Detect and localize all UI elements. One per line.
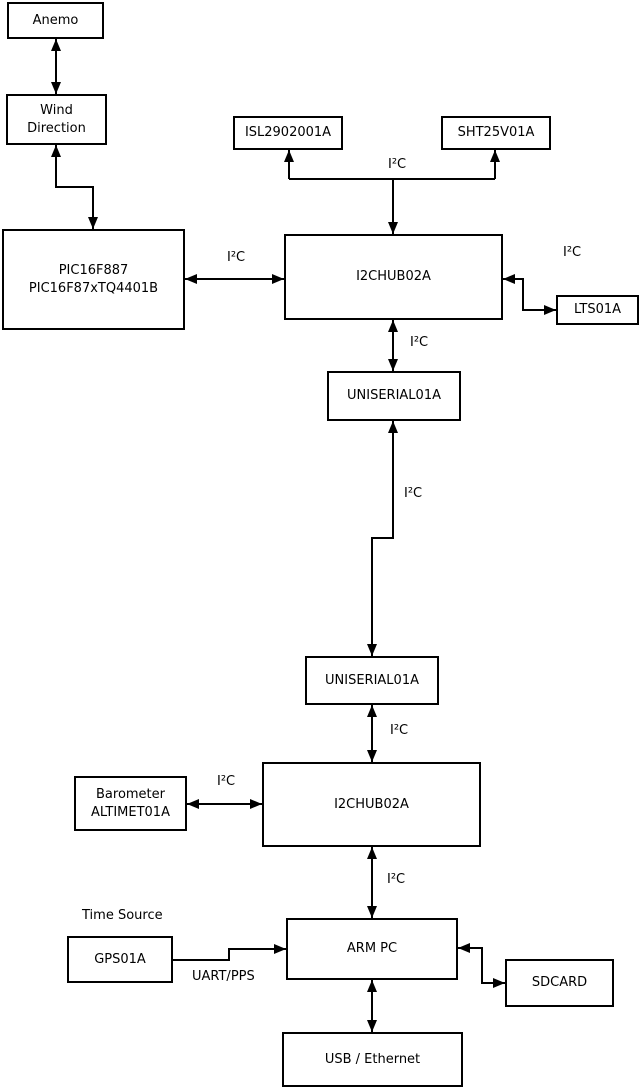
uniserial-top-box: UNISERIAL01A xyxy=(327,371,461,421)
i2c-label-uniserial-link: I²C xyxy=(404,486,423,501)
wind-direction-box: Wind Direction xyxy=(6,94,107,145)
gps01a-box: GPS01A xyxy=(67,936,173,983)
sdcard-box: SDCARD xyxy=(505,959,614,1007)
barometer-box: Barometer ALTIMET01A xyxy=(74,776,187,831)
arm-pc-box: ARM PC xyxy=(286,918,458,980)
connector-gps-armpc xyxy=(173,944,286,961)
lts01a-box: LTS01A xyxy=(556,295,639,325)
connector-i2chub-top-lts xyxy=(503,274,556,315)
uniserial-bottom-box: UNISERIAL01A xyxy=(305,656,439,705)
connector-winddirection-pic xyxy=(51,145,98,229)
i2c-label-pic-hub: I²C xyxy=(227,250,246,265)
i2c-label-hub-lts: I²C xyxy=(563,245,582,260)
connector-armpc-sdcard xyxy=(458,943,505,988)
i2c-label-hub-uniserial: I²C xyxy=(410,335,429,350)
connector-uniserial-uniserial xyxy=(367,421,398,656)
time-source-label: Time Source xyxy=(82,908,163,923)
pic16f887-box: PIC16F887 PIC16F87xTQ4401B xyxy=(2,229,185,330)
i2c-label-sensor-bus: I²C xyxy=(388,157,407,172)
anemo-box: Anemo xyxy=(7,2,104,39)
i2c-label-barometer-hub2: I²C xyxy=(217,774,236,789)
usb-ethernet-box: USB / Ethernet xyxy=(282,1032,463,1087)
i2chub-bottom-box: I2CHUB02A xyxy=(262,762,481,847)
i2c-label-hub2-armpc: I²C xyxy=(387,872,406,887)
sht25v01a-box: SHT25V01A xyxy=(441,116,551,150)
i2c-label-uniserial-hub2: I²C xyxy=(390,723,409,738)
uart-pps-label: UART/PPS xyxy=(192,969,255,984)
i2chub-top-box: I2CHUB02A xyxy=(284,234,503,320)
isl2902001a-box: ISL2902001A xyxy=(233,116,343,150)
